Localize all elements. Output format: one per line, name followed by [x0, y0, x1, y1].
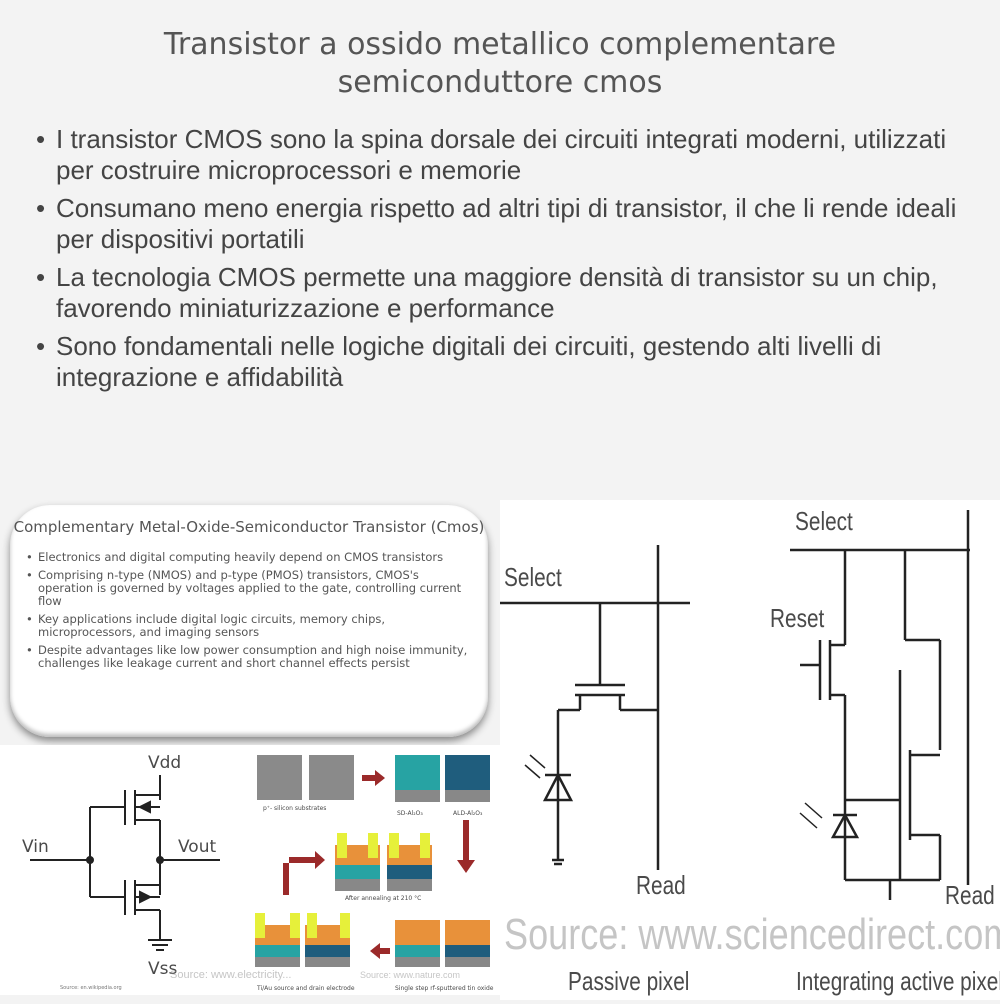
- fab-label: ALD-Al₂O₃: [453, 810, 483, 817]
- vdd-label: Vdd: [148, 753, 182, 773]
- bullet-item: Sono fondamentali nelle logiche digitali…: [34, 331, 964, 393]
- process-arrows: [283, 770, 475, 959]
- fab-label: Ti/Au source and drain electrode: [257, 985, 355, 992]
- select-label: Select: [795, 506, 853, 536]
- bullet-list: I transistor CMOS sono la spina dorsale …: [34, 124, 964, 400]
- card-bullet: Comprising n-type (NMOS) and p-type (PMO…: [26, 569, 476, 608]
- summary-card: Complementary Metal-Oxide-Semiconductor …: [10, 505, 488, 737]
- card-bullet: Despite advantages like low power consum…: [26, 644, 476, 670]
- fab-label: After annealing at 210 °C: [345, 895, 422, 902]
- read-label: Read: [945, 880, 995, 910]
- read-label: Read: [636, 870, 686, 900]
- source-watermark: Source: www.sciencedirect.com: [504, 910, 1000, 959]
- substrate-blocks: [255, 755, 490, 967]
- vss-label: Vss: [148, 959, 178, 979]
- vout-label: Vout: [178, 837, 217, 857]
- fabrication-diagram: p⁺- silicon substrates SD-Al₂O₃ ALD-Al₂O…: [170, 745, 500, 995]
- pixel-circuits-diagram: Select Select Reset Read Read Source: ww…: [500, 500, 1000, 1000]
- page-title: Transistor a ossido metallico complement…: [163, 27, 837, 100]
- cmos-inverter-diagram: Vdd Vin Vout Vss Source: en.wikipedia.or…: [0, 745, 245, 995]
- bullet-item: La tecnologia CMOS permette una maggiore…: [34, 262, 964, 324]
- source-watermark: Source: www.nature.com: [360, 970, 461, 980]
- source-watermark: Source: www.electricity...: [170, 969, 292, 981]
- inverter-source: Source: en.wikipedia.org: [60, 985, 122, 991]
- active-pixel-caption: Integrating active pixel: [796, 966, 1000, 996]
- card-bullet: Electronics and digital computing heavil…: [26, 551, 476, 565]
- reset-label: Reset: [770, 603, 825, 633]
- bullet-item: Consumano meno energia rispetto ad altri…: [34, 193, 964, 255]
- select-label: Select: [504, 562, 562, 592]
- vin-label: Vin: [22, 837, 49, 857]
- card-bullet: Key applications include digital logic c…: [26, 613, 476, 639]
- fab-label: SD-Al₂O₃: [397, 810, 423, 817]
- card-title: Complementary Metal-Oxide-Semiconductor …: [13, 518, 485, 536]
- bullet-item: I transistor CMOS sono la spina dorsale …: [34, 124, 964, 186]
- fab-label: Single step rf-sputtered tin oxide: [395, 985, 494, 992]
- fab-label: p⁺- silicon substrates: [263, 805, 327, 812]
- passive-pixel-caption: Passive pixel: [568, 966, 690, 996]
